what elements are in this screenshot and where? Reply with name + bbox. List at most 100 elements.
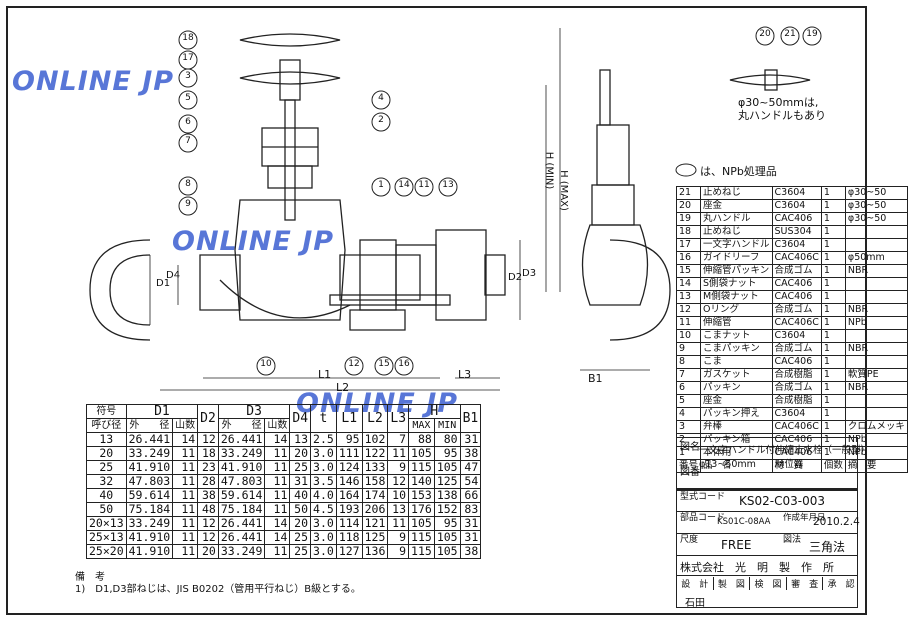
- callout-circle: [371, 112, 391, 132]
- dim-table-cell: 138: [433, 488, 461, 503]
- parts-table-cell: 11: [675, 316, 702, 330]
- parts-table-cell: 1: [820, 355, 846, 369]
- parts-table-cell: 1: [820, 290, 846, 304]
- dim-table-cell: 59.614: [217, 488, 266, 503]
- dim-table-cell: 2.5: [310, 432, 337, 447]
- dim-table-cell: 75.184: [125, 502, 174, 517]
- parts-table-cell: 1: [820, 368, 846, 382]
- dim-table-cell: 47.803: [125, 474, 174, 489]
- parts-table-cell: [844, 394, 908, 408]
- t-handle-front: [239, 71, 341, 85]
- parts-table-cell: 7: [675, 368, 702, 382]
- callout-number: 16: [398, 359, 410, 369]
- dim-table-cell: 50: [289, 502, 312, 517]
- callout-number: 9: [185, 199, 191, 209]
- approval-header: 承 認: [827, 580, 855, 590]
- dim-table-cell: 47: [459, 460, 482, 475]
- dim-table-cell: 31: [289, 474, 312, 489]
- parts-table-cell: 12: [675, 303, 702, 317]
- parts-table-cell: φ30~50: [844, 199, 908, 213]
- dim-table-cell: 174: [361, 488, 389, 503]
- parts-table-cell: 18: [675, 225, 702, 239]
- parts-table-cell: [844, 225, 908, 239]
- dim-table-cell: 11: [387, 446, 410, 461]
- parts-table-cell: 合成樹脂: [771, 368, 822, 382]
- parts-table-cell: クロムメッキ: [844, 420, 908, 434]
- dim-table-cell: 127: [335, 544, 363, 559]
- callout-circle: [178, 90, 198, 110]
- dim-table-cell: 136: [361, 544, 389, 559]
- dim-table-cell: 11: [264, 460, 291, 475]
- dim-table-cell: 26.441: [125, 432, 174, 447]
- dim-table-cell: 66: [459, 488, 482, 503]
- dim-table-cell: 11: [172, 530, 199, 545]
- parts-table-cell: 4: [675, 407, 702, 421]
- notes: 備 考 1) D1,D3部ねじは、JIS B0202（管用平行ねじ）B級とする。: [75, 572, 361, 595]
- dim-table-cell: 164: [335, 488, 363, 503]
- parts-table-cell: 3: [675, 420, 702, 434]
- dim-table-cell: 153: [408, 488, 435, 503]
- parts-table-cell: C3604: [771, 186, 822, 200]
- dim-table-cell: 111: [335, 446, 363, 461]
- dim-table-cell: 193: [335, 502, 363, 517]
- dim-table-cell: 10: [387, 488, 410, 503]
- callout-number: 14: [398, 180, 410, 190]
- parts-table-cell: CAC406C: [771, 251, 822, 265]
- parts-table-cell: C3604: [771, 199, 822, 213]
- dim-table-cell: 11: [264, 502, 291, 517]
- parts-table-cell: NBR: [844, 303, 908, 317]
- parts-table-cell: 1: [820, 316, 846, 330]
- parts-table-cell: CAC406: [771, 290, 822, 304]
- dim-table-cell: 88: [408, 432, 435, 447]
- dim-table-cell: 40: [86, 488, 127, 503]
- parts-table-cell: φ30~50: [844, 186, 908, 200]
- dim-table-cell: 11: [264, 474, 291, 489]
- callout-circle: [256, 356, 276, 376]
- dim-table-cell: 25×13: [86, 530, 127, 545]
- parts-table-cell: [844, 329, 908, 343]
- dim-table-cell: 3.0: [310, 516, 337, 531]
- dim-table-cell: 11: [172, 474, 199, 489]
- dim-table-cell: 114: [335, 516, 363, 531]
- callout-number: 20: [759, 29, 771, 39]
- dim-table-cell: 75.184: [217, 502, 266, 517]
- dim-table-cell: 118: [335, 530, 363, 545]
- dim-table-cell: 3.0: [310, 460, 337, 475]
- parts-table-cell: [844, 277, 908, 291]
- part-code-box: 部品コード KS01C-08AA 作成年月日 2010.2.4: [676, 512, 860, 534]
- dim-table-cell: 4.0: [310, 488, 337, 503]
- dimension-table: 符号 D1 D2 D3 D4 t L1 L2 L3 H B1 呼び径 外 径 山…: [86, 404, 482, 559]
- dim-table-cell: 14: [264, 530, 291, 545]
- callout-circle: [414, 177, 434, 197]
- dim-label-d2: D2: [508, 272, 523, 283]
- dim-label-d4: D4: [166, 270, 181, 281]
- dim-table-cell: 105: [408, 516, 435, 531]
- dim-label-hmax: H (MAX): [557, 170, 569, 211]
- parts-table-cell: 15: [675, 264, 702, 278]
- dim-table-cell: 33.249: [125, 446, 174, 461]
- dim-table-cell: 80: [433, 432, 461, 447]
- dim-table-cell: 14: [264, 432, 291, 447]
- parts-table-cell: φ30~50: [844, 212, 908, 226]
- dim-table-cell: 25: [289, 530, 312, 545]
- dim-table-cell: 33.249: [125, 516, 174, 531]
- dim-table-cell: 9: [387, 544, 410, 559]
- dim-table-cell: 12: [197, 530, 219, 545]
- dim-table-cell: 48: [197, 502, 219, 517]
- dim-table-cell: 105: [433, 544, 461, 559]
- dim-table-cell: 102: [361, 432, 389, 447]
- callout-circle: [438, 177, 458, 197]
- parts-table-cell: [844, 238, 908, 252]
- dim-table-cell: 26.441: [217, 516, 266, 531]
- parts-table-cell: 1: [820, 381, 846, 395]
- dim-table-cell: 95: [433, 516, 461, 531]
